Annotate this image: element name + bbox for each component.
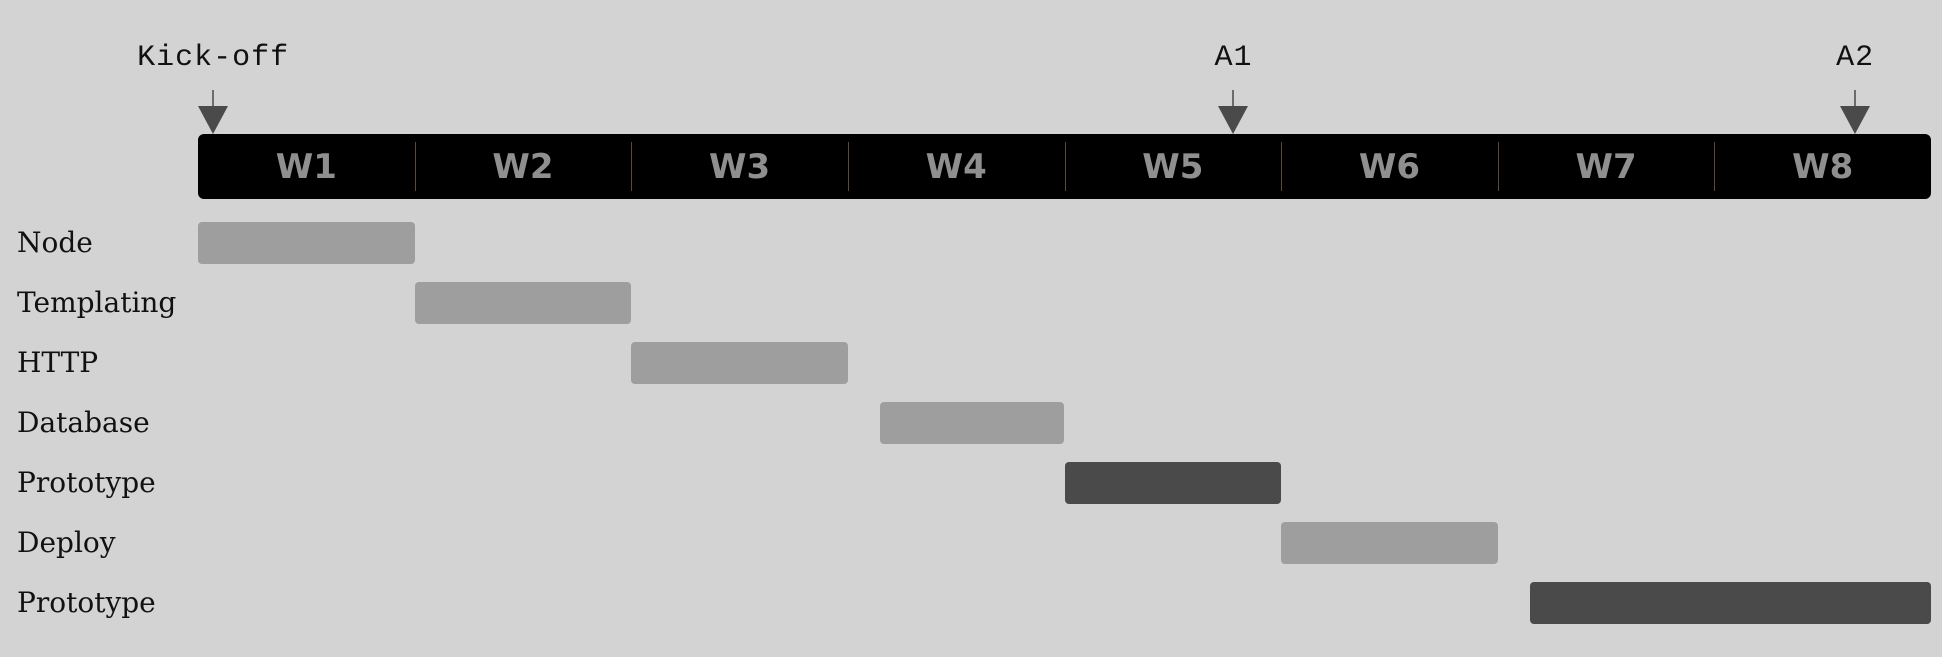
milestone-arrow-icon xyxy=(1840,90,1871,134)
task-label: Prototype xyxy=(17,466,156,499)
task-label: Deploy xyxy=(17,526,116,559)
milestone-arrow-icon xyxy=(1218,90,1249,134)
milestone-label: A1 xyxy=(1214,41,1253,75)
task-bar xyxy=(631,342,848,384)
week-label-w8: W8 xyxy=(1714,134,1931,199)
week-label-w6: W6 xyxy=(1281,134,1498,199)
milestone-a1: A1 xyxy=(1083,40,1383,134)
task-bar xyxy=(1064,462,1282,504)
task-label: Prototype xyxy=(17,586,156,619)
task-bar xyxy=(414,282,632,324)
milestone-arrow-icon xyxy=(198,90,229,134)
task-bar xyxy=(198,222,415,264)
task-label: Database xyxy=(17,406,150,439)
task-bar xyxy=(1281,522,1498,564)
milestone-a2: A2 xyxy=(1705,40,1942,134)
task-label: Node xyxy=(17,226,93,259)
week-label-w3: W3 xyxy=(631,134,848,199)
task-label: Templating xyxy=(17,286,177,319)
week-label-w2: W2 xyxy=(414,134,632,199)
week-label-w1: W1 xyxy=(275,146,337,187)
milestone-label: Kick-off xyxy=(137,41,290,75)
milestone-kick-off: Kick-off xyxy=(63,40,363,134)
week-label-w7: W7 xyxy=(1497,134,1715,199)
milestone-label: A2 xyxy=(1836,41,1875,75)
task-bar xyxy=(1530,582,1931,624)
week-label-w5: W5 xyxy=(1064,134,1282,199)
week-label-w4: W4 xyxy=(847,134,1065,199)
task-bar xyxy=(880,402,1065,444)
task-label: HTTP xyxy=(17,346,99,379)
